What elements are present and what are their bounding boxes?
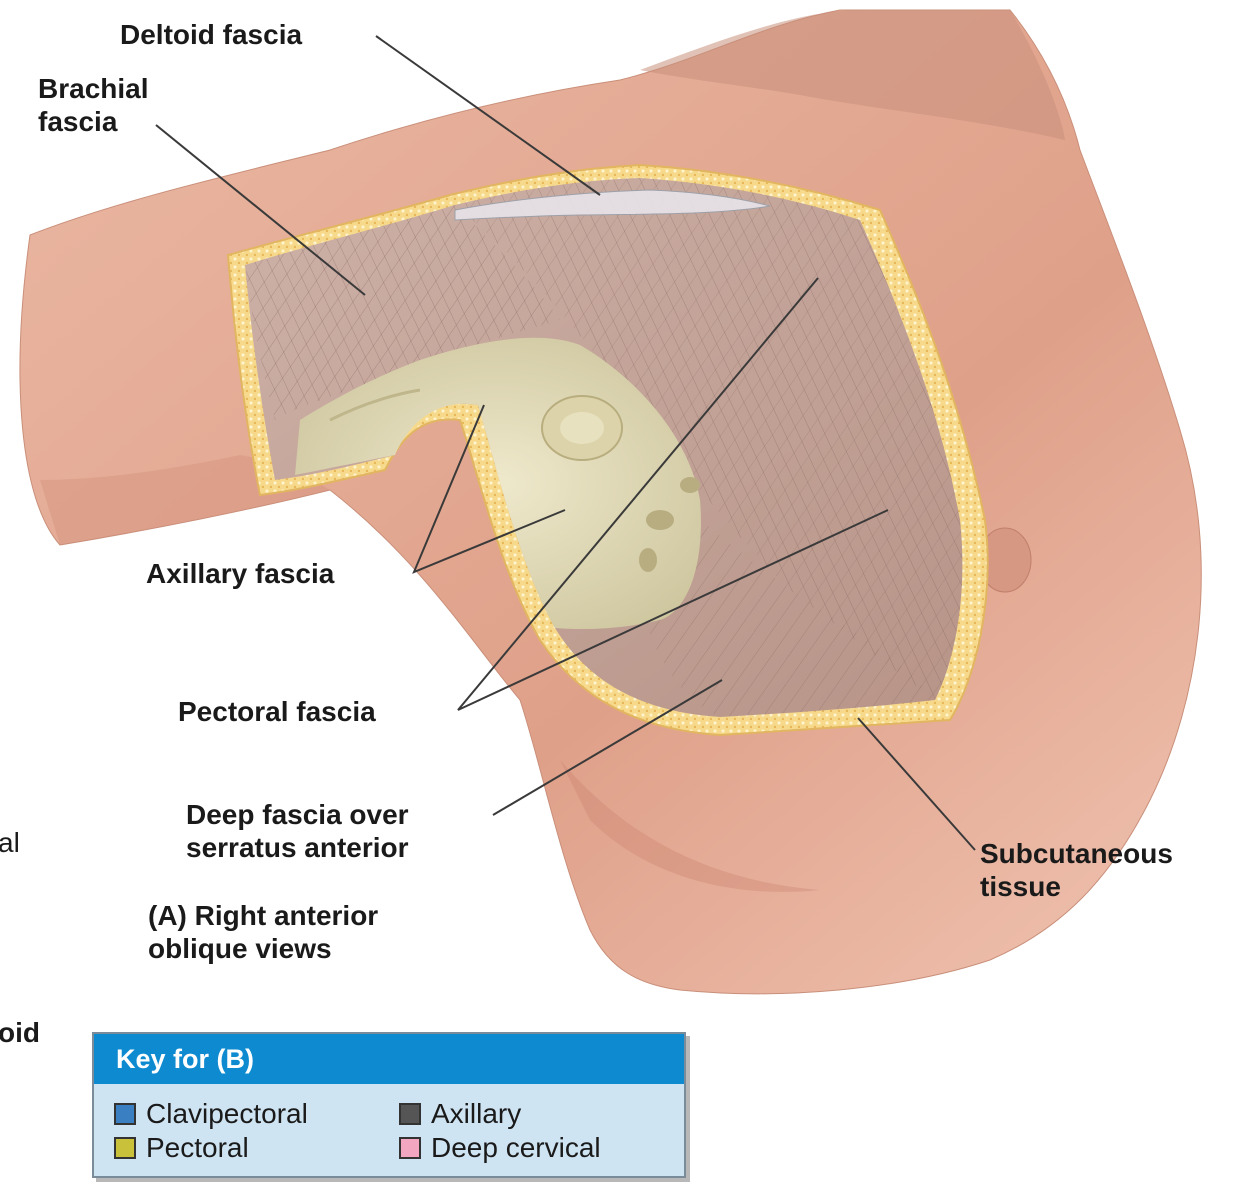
key-legend: Key for (B) Clavipectoral Axillary Pecto… [92,1032,686,1178]
key-title: Key for (B) [94,1034,684,1084]
label-deep-fascia-serratus: Deep fascia over serratus anterior [186,799,409,863]
label-pectoral-fascia: Pectoral fascia [178,696,376,727]
key-item-deep-cervical: Deep cervical [399,1132,601,1164]
label-axillary-fascia: Axillary fascia [146,558,335,589]
leader-pectoral [457,277,889,711]
view-caption: (A) Right anterior oblique views [148,900,379,964]
leader-lines [155,35,976,851]
leader-serratus [492,679,723,816]
key-item-clavipectoral: Clavipectoral [114,1098,308,1130]
fascia-region [245,178,963,717]
swatch-axillary [399,1103,421,1125]
label-brachial-fascia: Brachial fascia [38,73,149,137]
leader-subcutaneous [857,717,976,851]
cut-off-label-1: al [0,827,20,858]
swatch-clavipectoral [114,1103,136,1125]
swatch-deep-cervical [399,1137,421,1159]
leader-deltoid [375,35,601,196]
label-deltoid-fascia: Deltoid fascia [120,19,303,50]
swatch-pectoral [114,1137,136,1159]
leader-brachial [155,124,366,296]
key-item-axillary: Axillary [399,1098,521,1130]
key-item-pectoral: Pectoral [114,1132,249,1164]
leader-axillary [412,404,566,574]
cut-off-label-2: oid [0,1017,40,1048]
label-subcutaneous-tissue: Subcutaneous tissue [980,838,1173,902]
